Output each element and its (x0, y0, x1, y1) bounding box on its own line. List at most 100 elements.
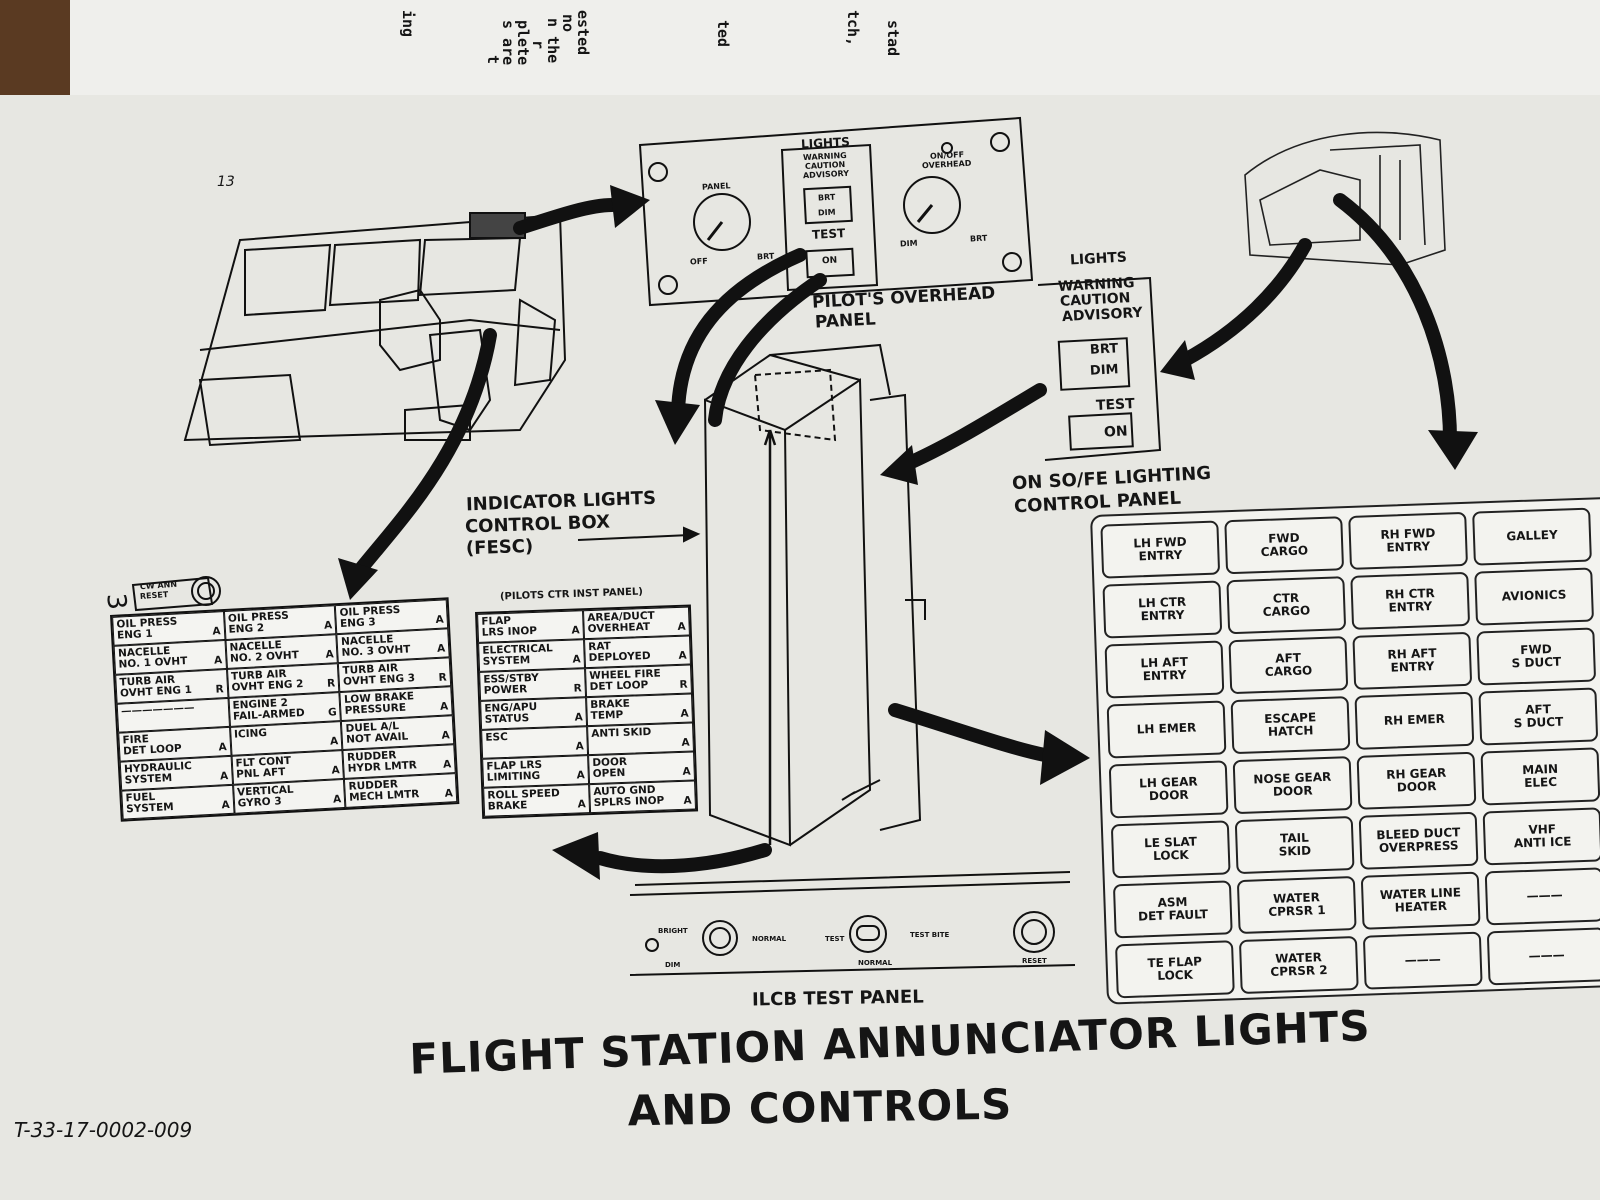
annunciator-tile: LH EMER (1106, 700, 1227, 759)
annunciator-tile: ESCAPE HATCH (1230, 696, 1351, 755)
engine-annunciator-cell-label: ENGINE 2 FAIL-ARMED (232, 696, 305, 723)
engine-annunciator-cell-label: OIL PRESS ENG 1 (116, 615, 178, 642)
center-annunciator-cell-label: ROLL SPEED BRAKE (487, 787, 560, 813)
engine-annunciator-cell-color-code: R (326, 677, 336, 690)
overhead-test-label: TEST (811, 226, 846, 242)
engine-annunciator-cell-label: RUDDER MECH LMTR (348, 778, 420, 804)
annunciator-tile: WATER LINE HEATER (1360, 871, 1481, 930)
sofe-test-label: TEST (1095, 395, 1136, 415)
center-annunciator-cell-color-code: A (574, 711, 583, 724)
engine-annunciator-cell-label: NACELLE NO. 3 OVHT (340, 633, 411, 659)
annunciator-tile: ——— (1484, 867, 1600, 926)
sofe-on-button[interactable]: ON (1103, 423, 1129, 441)
engine-annunciator-cell-color-code: R (215, 683, 225, 696)
center-annunciator-cell-label: FLAP LRS INOP (481, 614, 538, 639)
annunciator-tile: AVIONICS (1474, 567, 1595, 626)
center-annunciator-cell: FLAP LRS LIMITING A (482, 755, 590, 788)
engine-annunciator-cell-label: FUEL SYSTEM (125, 790, 174, 816)
annunciator-tile: ——— (1486, 927, 1600, 986)
engine-annunciator-cell-label: VERTICAL GYRO 3 (236, 783, 294, 810)
sofe-dim-button[interactable]: DIM (1089, 362, 1119, 379)
annunciator-tile: RH CTR ENTRY (1350, 571, 1471, 630)
overhead-brt-button[interactable]: BRT (817, 192, 836, 203)
overhead-panel-knob-label: PANEL (701, 181, 731, 192)
ilcb-pointer (577, 526, 701, 543)
arrows (353, 193, 1457, 874)
center-annunciator-cell-color-code: A (683, 794, 692, 807)
annunciator-tile: GALLEY (1472, 507, 1592, 566)
engine-annunciator-cell-color-code: A (221, 798, 231, 812)
engine-annunciator-cell-color-code: A (332, 793, 342, 806)
pilot-overhead-panel-drawing (638, 116, 1034, 307)
annunciator-tile: LH FWD ENTRY (1100, 520, 1221, 579)
center-annunciator-cell-label: ELECTRICAL SYSTEM (482, 642, 553, 668)
annunciator-tile: LH GEAR DOOR (1108, 760, 1229, 819)
engine-annunciator-cell-color-code: A (218, 741, 228, 754)
center-annunciator-cell-color-code: R (573, 682, 582, 695)
overhead-caption-line2: PANEL (814, 309, 877, 333)
annunciator-tile: ——— (1362, 931, 1483, 990)
test-panel-reset-label: RESET (1022, 957, 1047, 965)
ilcb-label-line3: (FESC) (465, 535, 534, 560)
test-panel-normal2-label: NORMAL (858, 959, 893, 967)
overhead-off-label: OFF (689, 256, 708, 267)
engine-annunciator-cell-color-code: A (323, 619, 333, 632)
center-annunciator-cell-label: FLAP LRS LIMITING (486, 758, 543, 784)
annunciator-tile: VHF ANTI ICE (1482, 807, 1600, 866)
engine-annunciator-cell-label: LOW BRAKE PRESSURE (343, 690, 415, 717)
engine-annunciator-cell-color-code: R (438, 671, 448, 684)
engine-annunciator-cell-label: NACELLE NO. 2 OVHT (229, 639, 300, 665)
ilcb-test-panel-drawing (629, 871, 1076, 976)
test-panel-dim-label: DIM (665, 961, 681, 969)
engine-annunciator-cell-color-code: A (325, 648, 335, 661)
sofe-lights-header: LIGHTS (1069, 249, 1128, 269)
engine-annunciator-cell-label: FLT CONT PNL AFT (235, 754, 292, 781)
figure-title-line2: AND CONTROLS (627, 1079, 1013, 1136)
engine-annunciator-cell-label: NACELLE NO. 1 OVHT (117, 644, 188, 671)
center-annunciator-cell-color-code: A (572, 653, 581, 666)
engine-annunciator-cell-color-code: A (436, 642, 446, 655)
center-annunciator-cell-color-code: A (576, 769, 585, 782)
center-annunciator-cell-label: AREA/DUCT OVERHEAT (587, 609, 655, 636)
annunciator-tile: LE SLAT LOCK (1110, 820, 1231, 879)
engine-annunciator-grid: OIL PRESS ENG 1 A OIL PRESS ENG 2 A OIL PRES… (110, 597, 460, 822)
test-panel-normal-label: NORMAL (752, 935, 787, 943)
sofe-panel-drawing (1037, 276, 1162, 461)
engine-annunciator-cell-label: OIL PRESS ENG 3 (339, 603, 401, 630)
center-annunciator-cell: ELECTRICAL SYSTEM A (478, 639, 586, 672)
center-annunciator-cell-color-code: A (680, 707, 689, 720)
overhead-dim-button[interactable]: DIM (817, 207, 836, 218)
test-panel-test-bite-label: TEST BITE (910, 931, 950, 939)
center-annunciator-cell-color-code: A (575, 740, 584, 753)
annunciator-tile: ASM DET FAULT (1112, 880, 1233, 939)
engine-annunciator-cell-label: RUDDER HYDR LMTR (346, 749, 418, 775)
center-annunciator-cell-color-code: A (678, 649, 687, 662)
engine-annunciator-cell-label: ——————— (120, 701, 195, 718)
engine-annunciator-cell-label: HYDRAULIC SYSTEM (123, 759, 193, 787)
annunciator-tile: RH FWD ENTRY (1348, 511, 1469, 570)
engine-annunciator-cell-label: OIL PRESS ENG 2 (227, 609, 290, 636)
annunciator-tile: RH AFT ENTRY (1352, 631, 1473, 690)
overhead-dim-knob-label: DIM (899, 238, 918, 249)
center-annunciator-cell: BRAKE TEMP A (586, 693, 693, 727)
engine-annunciator-cell-label: TURB AIR OVHT ENG 1 (119, 673, 193, 700)
overhead-on-button[interactable]: ON (821, 255, 838, 267)
annunciator-tile: TE FLAP LOCK (1115, 940, 1235, 999)
sofe-brt-button[interactable]: BRT (1089, 341, 1119, 358)
center-annunciator-cell-label: ANTI SKID (591, 725, 652, 741)
annunciator-tile: LH AFT ENTRY (1104, 640, 1225, 699)
center-annunciator-cell-label: BRAKE TEMP (590, 697, 631, 723)
control-box-drawing (703, 343, 926, 847)
engine-annunciator-cell: FUEL SYSTEM A (121, 784, 235, 820)
reset-callout-number: 3 (100, 592, 132, 612)
annunciator-tile: WATER CPRSR 2 (1238, 935, 1359, 995)
